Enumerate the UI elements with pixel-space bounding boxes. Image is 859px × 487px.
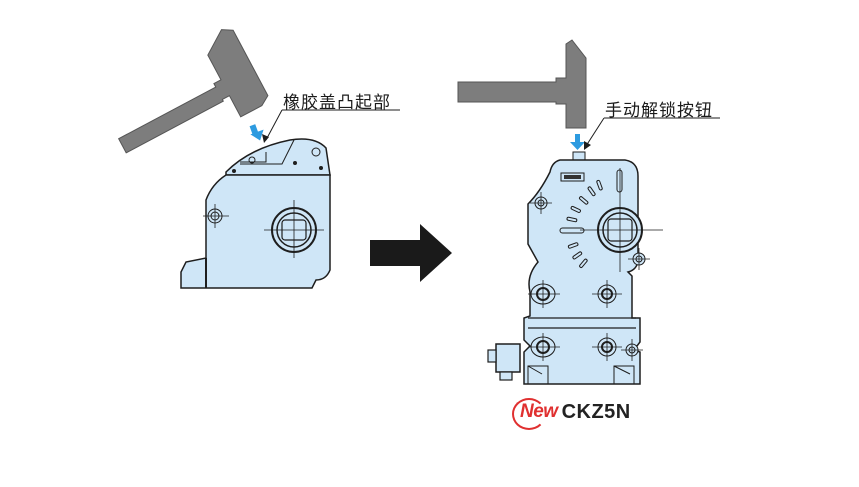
rubber-cover [225, 138, 331, 176]
left-port-icon [264, 200, 324, 258]
mounting-holes [528, 280, 622, 361]
manual-unlock-button [572, 151, 586, 161]
left-leader-line [262, 109, 400, 143]
left-hammer-icon [117, 29, 269, 154]
product-badge: New CKZ5N [512, 397, 631, 430]
right-clamp-unit [457, 39, 720, 385]
left-strike-arrow-icon [249, 124, 264, 141]
right-leader-line [584, 117, 720, 150]
right-screw-icon [530, 192, 650, 361]
right-port-icon [580, 168, 663, 272]
manual-unlock-callout-label: 手动解锁按钮 [605, 101, 713, 121]
mounting-feet [527, 365, 635, 384]
transition-arrow-icon [370, 224, 452, 282]
model-name: CKZ5N [561, 400, 631, 423]
right-strike-arrow-icon [570, 134, 585, 150]
side-fitting [487, 343, 521, 381]
left-screw-icon [203, 204, 229, 228]
right-hammer-icon [457, 39, 587, 129]
rubber-cover-callout-label: 橡胶盖凸起部 [283, 93, 391, 113]
left-clamp-unit [117, 29, 400, 289]
scale-marks [559, 169, 623, 269]
new-mark: New [512, 398, 558, 430]
new-ring-icon [512, 398, 546, 430]
